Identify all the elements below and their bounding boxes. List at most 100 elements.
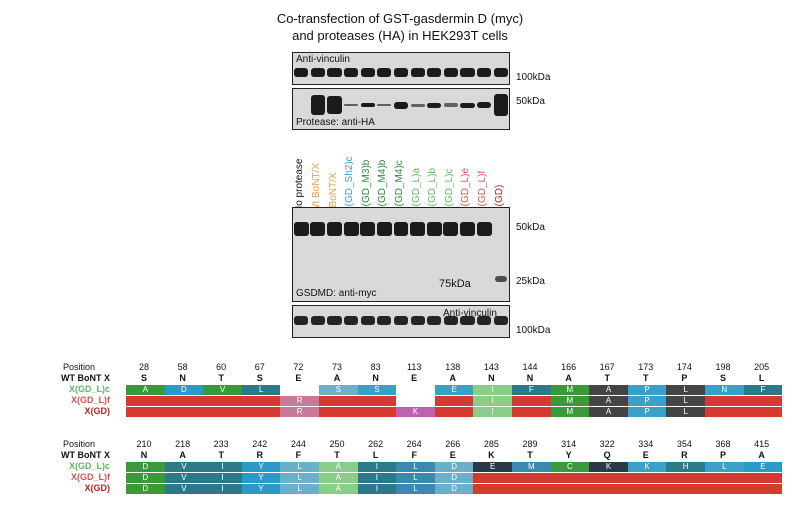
residue-cell — [319, 396, 358, 406]
residue-cell — [550, 484, 590, 494]
wt-residue: T — [527, 450, 533, 460]
blot-band — [410, 68, 425, 77]
residue-cell: I — [473, 396, 512, 406]
lane-label: Wt BoNT/X — [310, 162, 322, 213]
residue-cell: S — [319, 385, 358, 395]
residue-cell — [743, 396, 783, 406]
wt-residue: F — [411, 450, 417, 460]
residue-cell — [550, 473, 590, 483]
residue-cell: I — [203, 484, 242, 494]
position-header: Position — [62, 362, 95, 372]
wt-header: WT BoNT X — [61, 450, 110, 460]
wt-residue: R — [256, 450, 264, 460]
residue-cell: R — [280, 396, 319, 406]
mw-marker: 100kDa — [516, 72, 551, 83]
residue-cell: L — [666, 385, 705, 395]
position-number: 143 — [483, 362, 499, 372]
residue-cell: A — [589, 385, 628, 395]
position-number: 415 — [754, 439, 770, 449]
position-number: 218 — [175, 439, 191, 449]
residue-cell — [705, 484, 744, 494]
mw-marker: 25kDa — [516, 276, 545, 287]
blot-band — [426, 222, 442, 236]
position-number: 174 — [676, 362, 692, 372]
position-number: 198 — [715, 362, 731, 372]
wt-residue: Y — [565, 450, 572, 460]
wt-residue: S — [719, 373, 726, 383]
position-number: 334 — [638, 439, 654, 449]
residue-cell — [589, 484, 628, 494]
residue-cell: M — [550, 407, 590, 417]
wt-residue: Q — [603, 450, 611, 460]
mw-marker: 100kDa — [516, 325, 551, 336]
residue-cell: L — [396, 473, 435, 483]
row-name: X(GD) — [84, 406, 111, 416]
position-number: 60 — [216, 362, 227, 372]
mw-marker: 50kDa — [516, 222, 545, 233]
blot-band — [443, 68, 458, 77]
position-number: 166 — [561, 362, 577, 372]
blot-band — [410, 316, 425, 325]
residue-cell — [666, 473, 705, 483]
blot-band — [459, 222, 475, 236]
wt-residue: A — [758, 450, 765, 460]
residue-cell — [627, 484, 667, 494]
blot-band — [460, 68, 475, 77]
position-number: 250 — [329, 439, 345, 449]
wt-residue: N — [526, 373, 534, 383]
residue-cell: I — [357, 484, 397, 494]
residue-cell: I — [473, 407, 512, 417]
blot-band — [493, 94, 508, 116]
position-number: 244 — [290, 439, 306, 449]
residue-cell — [396, 385, 435, 395]
residue-cell — [473, 473, 512, 483]
residue-cell: L — [666, 407, 705, 417]
residue-cell: I — [357, 473, 397, 483]
wt-residue: S — [140, 373, 147, 383]
wt-residue: E — [411, 373, 418, 383]
blot-band — [360, 103, 375, 107]
residue-cell: K — [396, 407, 435, 417]
residue-cell: E — [743, 462, 783, 472]
residue-cell — [241, 396, 281, 406]
blot-band — [460, 102, 475, 108]
residue-cell: I — [473, 385, 512, 395]
wt-residue: P — [719, 450, 726, 460]
position-number: 173 — [638, 362, 654, 372]
blot-band — [493, 316, 508, 325]
residue-cell: A — [319, 484, 358, 494]
position-number: 368 — [715, 439, 731, 449]
blot-band — [443, 316, 458, 325]
blot-band — [427, 68, 442, 77]
position-number: 262 — [368, 439, 384, 449]
residue-cell: Y — [241, 484, 281, 494]
blot-band — [377, 316, 392, 325]
title-line-2: and proteases (HA) in HEK293T cells — [292, 28, 508, 43]
residue-cell: V — [203, 385, 242, 395]
position-number: 354 — [676, 439, 692, 449]
blot-band — [393, 316, 409, 325]
blot-label: Protease: anti-HA — [296, 117, 375, 128]
residue-cell — [743, 484, 783, 494]
blot-label: GSDMD: anti-myc — [296, 288, 377, 299]
residue-cell — [434, 407, 474, 417]
residue-cell — [512, 407, 551, 417]
wt-residue: T — [604, 373, 610, 383]
residue-cell: A — [319, 473, 358, 483]
residue-cell: D — [434, 484, 474, 494]
figure-title: Co-transfection of GST-gasdermin D (myc)… — [200, 10, 600, 44]
row-name: X(GD_L)f — [71, 472, 110, 482]
lane-label: X(GD_M4)c — [394, 160, 405, 213]
blot-band — [294, 68, 309, 77]
blot-myc: GSDMD: anti-myc 75kDa — [292, 207, 510, 302]
residue-cell: A — [126, 385, 165, 395]
wt-residue: E — [295, 373, 302, 383]
position-number: 58 — [177, 362, 188, 372]
residue-cell: M — [550, 385, 590, 395]
residue-cell — [164, 407, 204, 417]
position-number: 264 — [406, 439, 422, 449]
wt-residue: K — [488, 450, 495, 460]
blot-band — [493, 68, 508, 77]
row-name: X(GD_L)c — [68, 384, 110, 394]
